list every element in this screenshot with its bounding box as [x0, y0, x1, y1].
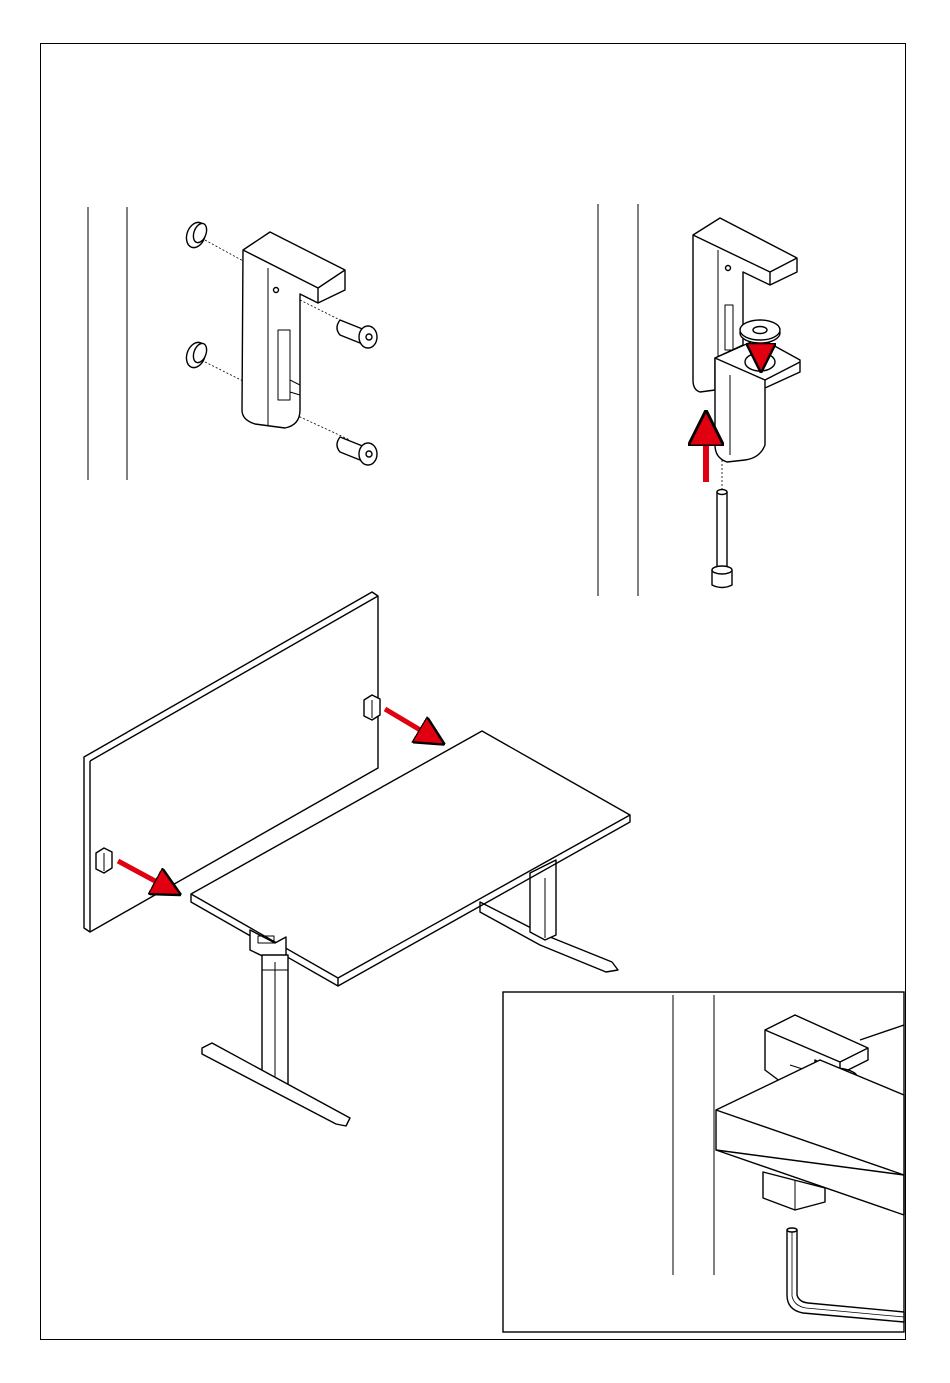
arrow-icon	[385, 709, 432, 737]
clamp-jaw-icon	[715, 338, 800, 462]
panel-insert-icon	[183, 340, 209, 371]
bracket-icon	[364, 695, 380, 720]
screw-icon	[337, 437, 377, 465]
bolt-icon	[712, 490, 732, 588]
screw-icon	[337, 320, 377, 348]
step-insert-bolt	[598, 204, 800, 596]
bracket-icon	[96, 848, 112, 873]
bracket-icon	[242, 232, 345, 428]
step-attach-bracket	[88, 207, 377, 480]
step-tighten-detail	[503, 992, 904, 1332]
washer-icon	[740, 320, 780, 343]
panel-insert-icon	[183, 220, 209, 251]
